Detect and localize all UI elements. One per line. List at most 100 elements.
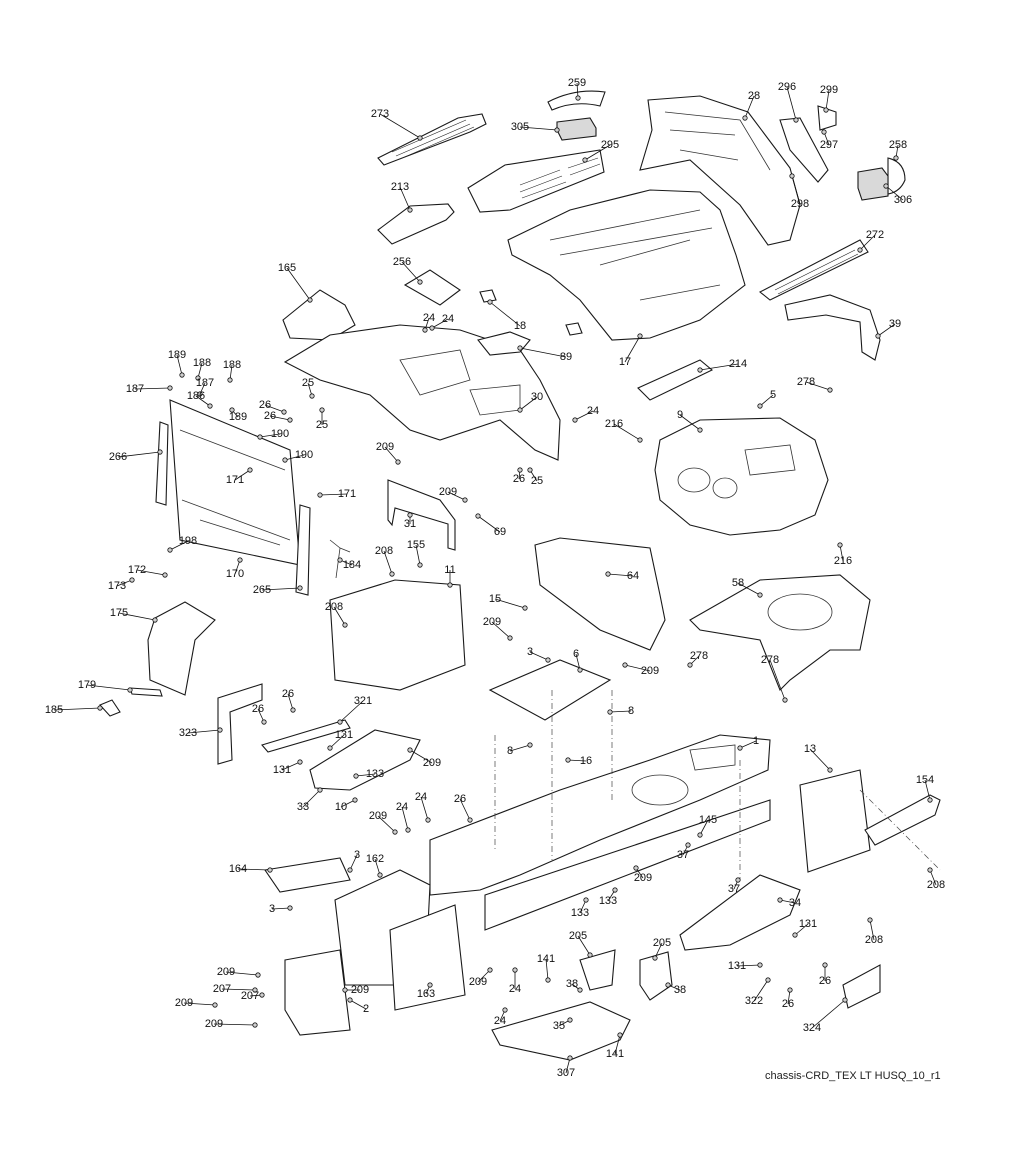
- part-number-label: 31: [404, 518, 416, 530]
- fastener-marker: [97, 705, 103, 711]
- leader-line: [805, 381, 831, 391]
- leader-line: [489, 301, 521, 327]
- part-number-label: 26: [513, 473, 525, 485]
- fastener-marker: [622, 662, 628, 668]
- leader-line: [519, 126, 558, 131]
- leader-line: [329, 734, 345, 749]
- part-number-label: 162: [366, 853, 384, 865]
- fastener-marker: [607, 709, 613, 715]
- part-number-label: 26: [252, 703, 264, 715]
- part-number-label: 190: [295, 449, 313, 461]
- leader-line: [340, 799, 356, 808]
- callout-10: 10: [335, 797, 358, 813]
- leader-line: [809, 748, 831, 771]
- part-number-label: 1: [753, 735, 759, 747]
- leader-line: [116, 579, 133, 587]
- part-number-label: 35: [553, 1020, 565, 1032]
- callout-298: 298: [789, 173, 809, 210]
- part-number-label: 278: [690, 650, 708, 662]
- fastener-marker: [129, 577, 135, 583]
- leader-line: [225, 971, 259, 976]
- fastener-marker: [162, 572, 168, 578]
- fastener-marker: [697, 427, 703, 433]
- fastener-marker: [467, 817, 473, 823]
- callout-188-2: 188: [223, 359, 241, 383]
- callout-131-4: 131: [728, 960, 763, 972]
- fastener-marker: [787, 987, 793, 993]
- part-number-label: 189: [168, 349, 186, 361]
- callout-209-8: 209: [217, 966, 261, 978]
- part-number-label: 141: [537, 953, 555, 965]
- leader-line: [759, 394, 774, 407]
- part-number-label: 198: [179, 535, 197, 547]
- fastener-marker: [462, 497, 468, 503]
- callout-278-3: 278: [761, 654, 788, 703]
- callout-15: 15: [489, 593, 528, 611]
- callout-213: 213: [391, 181, 413, 213]
- callout-35: 35: [553, 1017, 573, 1032]
- part-number-label: 207: [241, 990, 259, 1002]
- callout-208-4: 208: [865, 917, 883, 946]
- leader-line: [187, 729, 221, 734]
- leader-line: [607, 573, 634, 577]
- part-number-label: 38: [566, 978, 578, 990]
- callout-216: 216: [605, 418, 643, 443]
- fastener-marker: [259, 992, 265, 998]
- callout-190: 190: [257, 428, 289, 440]
- leader-line: [679, 414, 701, 431]
- fastener-marker: [512, 967, 518, 973]
- fastener-marker: [582, 157, 588, 163]
- fastener-marker: [545, 657, 551, 663]
- part-number-label: 214: [729, 358, 747, 370]
- callout-187: 187: [126, 383, 173, 395]
- fastener-marker: [347, 997, 353, 1003]
- callout-39: 39: [875, 318, 901, 339]
- fastener-marker: [737, 745, 743, 751]
- callout-297: 297: [820, 129, 838, 151]
- leader-line: [459, 798, 471, 821]
- part-number-label: 256: [393, 256, 411, 268]
- part-number-label: 209: [423, 757, 441, 769]
- part-number-label: 2: [363, 1003, 369, 1015]
- part-number-label: 163: [417, 988, 435, 1000]
- callout-24-5: 24: [509, 967, 521, 995]
- fastener-marker: [447, 582, 453, 588]
- part-number-label: 170: [226, 568, 244, 580]
- leader-line: [287, 693, 294, 711]
- fastener-marker: [377, 872, 383, 878]
- callout-209-7: 209: [369, 810, 398, 835]
- callout-162: 162: [366, 853, 384, 878]
- callout-9: 9: [677, 409, 703, 433]
- fastener-marker: [857, 247, 863, 253]
- part-number-label: 272: [866, 229, 884, 241]
- fastener-marker: [687, 662, 693, 668]
- part-number-label: 131: [273, 764, 291, 776]
- callout-209-2: 209: [439, 486, 468, 503]
- part-number-label: 209: [641, 665, 659, 677]
- part-number-label: 259: [568, 77, 586, 89]
- fastener-marker: [697, 367, 703, 373]
- part-number-label: 69: [494, 526, 506, 538]
- fastener-marker: [389, 571, 395, 577]
- callout-26-2: 26: [264, 410, 293, 423]
- callout-299: 299: [820, 84, 838, 113]
- fastener-marker: [927, 867, 933, 873]
- fastener-marker: [565, 757, 571, 763]
- callout-170: 170: [226, 557, 244, 580]
- part-number-label: 173: [108, 580, 126, 592]
- fastener-marker: [685, 842, 691, 848]
- fastener-marker: [652, 955, 658, 961]
- fastener-marker: [267, 867, 273, 873]
- fastener-marker: [633, 865, 639, 871]
- fastener-marker: [327, 745, 333, 751]
- fastener-marker: [237, 557, 243, 563]
- part-number-label: 299: [820, 84, 838, 96]
- callout-265: 265: [253, 584, 303, 596]
- fastener-marker: [554, 127, 560, 133]
- leader-line: [302, 789, 321, 808]
- part-number-label: 322: [745, 995, 763, 1007]
- fastener-marker: [337, 557, 343, 563]
- fastener-marker: [575, 95, 581, 101]
- callout-17: 17: [619, 333, 643, 368]
- part-number-label: 26: [782, 998, 794, 1010]
